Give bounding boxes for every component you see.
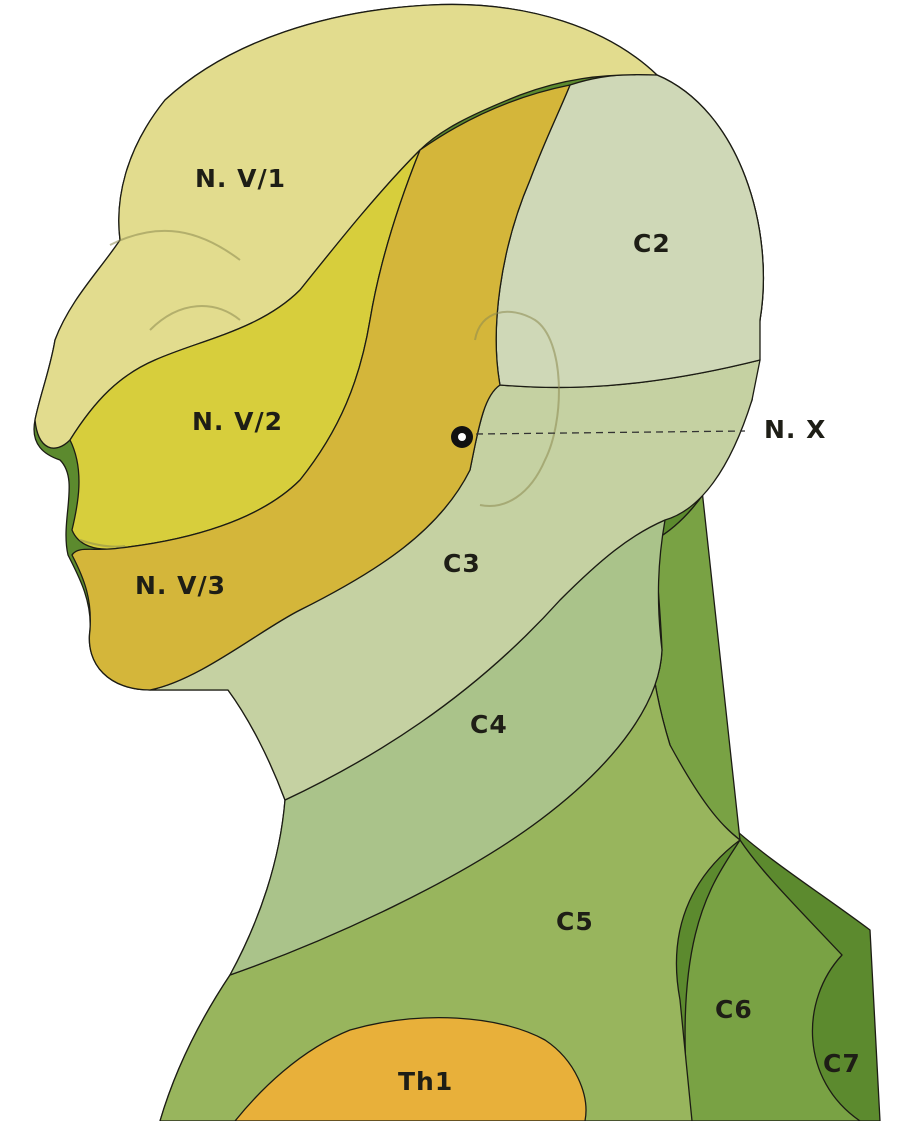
label-c6: C6 <box>715 995 753 1024</box>
label-c2: C2 <box>633 229 671 258</box>
label-c7: C7 <box>823 1049 861 1078</box>
label-nv3: N. V/3 <box>135 571 226 600</box>
nx-marker-center <box>458 433 466 441</box>
label-c5: C5 <box>556 907 594 936</box>
label-c3: C3 <box>443 549 481 578</box>
label-nv1: N. V/1 <box>195 164 286 193</box>
label-nx: N. X <box>764 415 826 444</box>
label-nv2: N. V/2 <box>192 407 283 436</box>
label-c4: C4 <box>470 710 508 739</box>
label-th1: Th1 <box>398 1067 453 1096</box>
